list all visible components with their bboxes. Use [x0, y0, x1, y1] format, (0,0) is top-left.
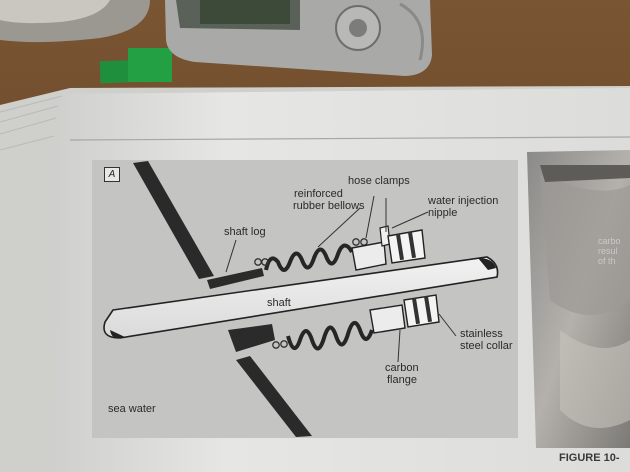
photo-text-line: carbo: [598, 236, 621, 246]
label-sea-water: sea water: [108, 403, 156, 415]
photo-text-line: resul: [598, 246, 618, 256]
bellows-upper: [264, 243, 354, 272]
label-nipple: nipple: [428, 207, 458, 219]
shaft-log-lower: [228, 324, 275, 352]
carbon-flange-upper: [351, 241, 387, 271]
label-reinforced: reinforced: [294, 188, 343, 200]
hull: [133, 161, 214, 279]
photo-text-line: of th: [598, 256, 616, 266]
label-shaft-log: shaft log: [224, 226, 266, 238]
digital-camera: [165, 0, 432, 76]
page-rule: [69, 136, 630, 141]
label-hose-clamps: hose clamps: [348, 175, 410, 187]
label-shaft: shaft: [267, 297, 291, 309]
steel-collar-lower: [403, 294, 440, 328]
steel-collar-upper: [387, 229, 426, 264]
hose-clamp: [254, 238, 368, 349]
shaft: [103, 256, 499, 339]
photograph: [527, 150, 630, 448]
label-steel-collar: steel collar: [460, 340, 513, 352]
shaft-log-upper: [207, 268, 264, 289]
panel-letter: A: [104, 167, 120, 182]
figure-caption: FIGURE 10-: [559, 452, 620, 464]
label-carbon: carbon: [385, 362, 419, 374]
label-water-injection: water injection: [428, 195, 499, 207]
carbon-flange-lower: [369, 304, 406, 334]
label-rubber-bellows: rubber bellows: [293, 200, 365, 212]
bellows-lower: [286, 321, 374, 351]
label-stainless: stainless: [460, 328, 503, 340]
label-flange: flange: [387, 374, 417, 386]
